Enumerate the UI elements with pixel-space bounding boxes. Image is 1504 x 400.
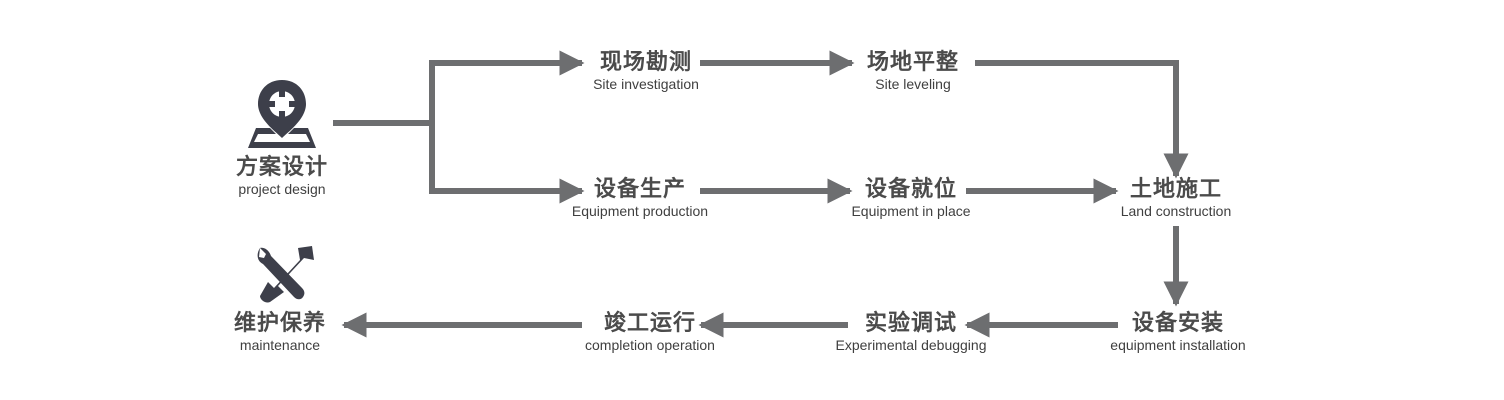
map-pin-icon	[248, 80, 316, 148]
node-project-design-en: project design	[238, 181, 326, 197]
arrow-leveling-land	[975, 60, 1189, 179]
node-equipment-production: 设备生产 Equipment production	[560, 177, 720, 219]
node-equipment-production-zh: 设备生产	[593, 177, 686, 202]
node-project-design-zh: 方案设计	[235, 155, 328, 180]
node-land-construction: 土地施工 Land construction	[1106, 177, 1246, 219]
node-project-design: 方案设计 project design	[226, 155, 338, 197]
node-experimental-debugging-zh: 实验调试	[864, 311, 957, 336]
node-maintenance-zh: 维护保养	[233, 311, 326, 336]
node-experimental-debugging: 实验调试 Experimental debugging	[826, 311, 996, 353]
node-site-leveling-en: Site leveling	[875, 76, 951, 92]
node-land-construction-zh: 土地施工	[1129, 177, 1222, 202]
node-site-investigation: 现场勘测 Site investigation	[576, 50, 716, 92]
node-maintenance-en: maintenance	[239, 337, 321, 353]
node-equipment-installation: 设备安装 equipment installation	[1098, 311, 1258, 353]
wrench-screwdriver-icon	[257, 246, 314, 303]
node-site-investigation-zh: 现场勘测	[599, 50, 692, 75]
node-site-leveling-zh: 场地平整	[866, 50, 959, 75]
node-equipment-in-place-en: Equipment in place	[851, 203, 971, 219]
node-completion-operation-zh: 竣工运行	[603, 311, 696, 336]
node-equipment-in-place: 设备就位 Equipment in place	[838, 177, 984, 219]
node-equipment-production-en: Equipment production	[571, 203, 709, 219]
node-completion-operation: 竣工运行 completion operation	[572, 311, 728, 353]
node-equipment-installation-en: equipment installation	[1110, 337, 1246, 353]
node-land-construction-en: Land construction	[1120, 203, 1232, 219]
node-completion-operation-en: completion operation	[585, 337, 715, 353]
node-maintenance: 维护保养 maintenance	[226, 311, 334, 353]
node-site-investigation-en: Site investigation	[593, 76, 699, 92]
node-equipment-in-place-zh: 设备就位	[864, 177, 957, 202]
node-equipment-installation-zh: 设备安装	[1131, 311, 1224, 336]
node-experimental-debugging-en: Experimental debugging	[835, 337, 987, 353]
node-site-leveling: 场地平整 Site leveling	[848, 50, 978, 92]
